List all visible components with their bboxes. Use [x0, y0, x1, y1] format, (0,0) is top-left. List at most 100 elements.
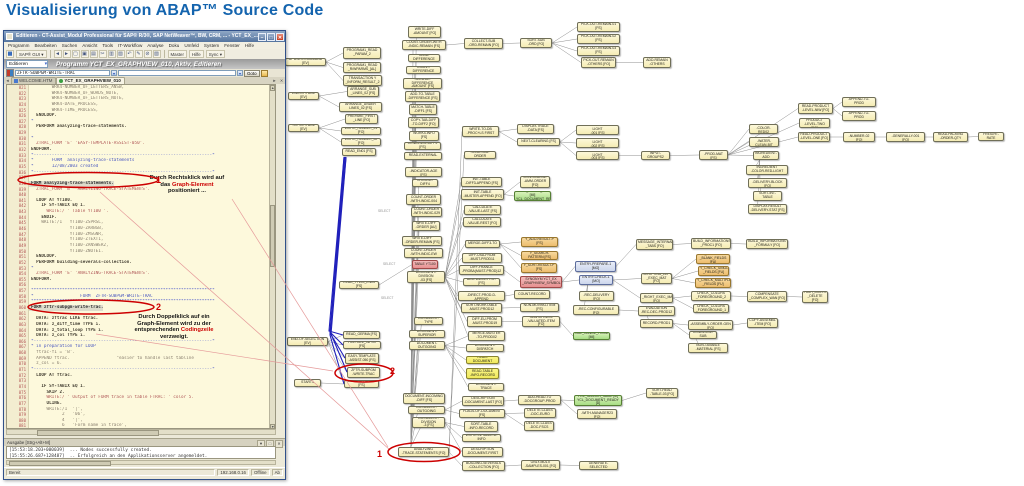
graph-node[interactable]: WAREHOUSING-GENERALLY-001 [FO] [886, 132, 925, 142]
back-icon[interactable]: ◄ [53, 50, 62, 58]
graph-node[interactable]: WRITE-IN-TABLE-D-INFO [462, 434, 501, 442]
graph-node[interactable]: DISPOSITION-REC-CONFIGURABLE [FO] [573, 305, 619, 315]
graph-node[interactable]: READ-EXTERNAL [404, 152, 442, 160]
graph-node[interactable]: ADD-HEAD-TO-DOCGROUP-PROD [518, 395, 561, 405]
graph-node[interactable]: WRITE-DIFF-ORDER-REMAIN [FS] [402, 236, 442, 246]
graph-node[interactable]: HIGH_DIGITS_DELETE [FO] [802, 291, 828, 303]
graph-node[interactable]: JOIN-SUBLINE-AMM-ORDER [FO] [520, 176, 550, 188]
graph-node[interactable]: ADD-REMAIN-OTHERS [643, 57, 671, 68]
graph-node[interactable]: FREIGHT-RATE [978, 132, 1004, 141]
tab-close-icon[interactable]: ✕ [279, 78, 284, 83]
graph-node[interactable]: Y_SORT-RESULT-P[FS] [521, 263, 557, 273]
graph-node[interactable]: SORT-TABLE-INFO-RECORD [464, 421, 498, 432]
form-search-input[interactable] [15, 69, 110, 77]
goto-button[interactable]: Goto [244, 69, 260, 77]
graph-node[interactable]: LETTERS-HEAD-WITH-MANAGER23 [FO] [577, 409, 617, 419]
graph-node[interactable]: READ-DOCUMENT [466, 356, 499, 364]
graph-node[interactable]: XML_RANGE_FROM [MI] [573, 332, 610, 340]
graph-node[interactable]: READ-DIFFERENCE [408, 54, 440, 62]
code-editor[interactable]: 821 WRK4-NUMBER_OF_LETTERS_ANSW,822 WRK4… [6, 84, 276, 429]
tab-scroll-right-icon[interactable]: ► [272, 78, 277, 83]
graph-node[interactable]: START1 [294, 379, 321, 387]
graph-node[interactable]: END-OF-SELECTION [EV] [287, 337, 328, 346]
graph-node[interactable]: COMPENSATE_COMPLEX_WAN [FO] [747, 291, 787, 302]
graph-node[interactable]: DOCUMENT-DIVISION-03 [FS] [407, 271, 445, 283]
new-icon[interactable]: ▢ [71, 50, 80, 58]
graph-node[interactable]: VERIFYING_LEFT_EXEC_MAT [FO] [641, 273, 672, 284]
print-icon[interactable]: ▤ [89, 50, 98, 58]
image-icon[interactable]: ▨ [152, 50, 161, 58]
graph-node[interactable]: CONDENSE-SUB [689, 331, 717, 339]
output-panel-header[interactable]: Ausgabe [Strg+Alt+M] ▼ □ ✕ [4, 438, 285, 448]
graph-node[interactable]: CHOOSE-DIFF4 [412, 179, 438, 187]
graph-node[interactable]: MATCH-TABLE-DIFF1 [FS] [409, 104, 437, 115]
graph-node[interactable]: COPY-ASSEMBL-ITEM [FO] [747, 318, 778, 328]
graph-node[interactable]: WRITE-DIFF-ORDER [AU] [412, 221, 440, 231]
graph-node[interactable]: PICK-OUT-REMAIN-02 [FS] [577, 34, 620, 44]
graph-node[interactable]: TABLE YT100 [412, 260, 438, 269]
help-button[interactable]: Hilfe [188, 50, 204, 58]
graph-node[interactable]: COUNT-ORDER-WITH-INDIC-004 [406, 194, 441, 205]
graph-node[interactable]: ZFTR-SUBPGM-WRITE-TRAC [347, 367, 380, 378]
graph-node[interactable]: BUILD_INFORMATIONS_PROC1 [FO] [691, 238, 731, 249]
chevron-down-icon[interactable]: ▾ [237, 69, 243, 77]
graph-node[interactable]: DIFF-USA-FROM-MUST-PROD11 [462, 253, 502, 263]
graph-node[interactable]: WRITE-DIFF-AMOUNT [FO] [408, 26, 441, 38]
close-icon[interactable]: ✕ [275, 440, 283, 448]
tab-graphview-program[interactable]: YCT_EX_GRAPHVIEW_010 [56, 76, 125, 84]
graph-node[interactable]: INGREDIENT-WATER-CLEAN-BIT [749, 137, 779, 147]
graph-node[interactable]: ADD-VALUE-FRST [FS] [463, 278, 500, 286]
graph-node[interactable]: ENTRY-CHECK-1 [MO] [579, 275, 613, 285]
graph-node[interactable]: GENERATE-SELECTED [579, 461, 618, 470]
graph-node[interactable]: EVALUATION-REC-DEC-PROD12 [638, 306, 675, 316]
graph-node[interactable]: NON-MOVING-ITEM [FS] [520, 303, 559, 312]
graph-node[interactable]: DOCUMENT-INCOMING-DIFF [FS] [403, 393, 445, 404]
graph-node[interactable]: READ-PRODUCT-LEVEL-ONE [FO] [798, 132, 830, 142]
graph-node[interactable]: Y_SEARCH-PATTERN [FS] [521, 251, 558, 260]
graph-node[interactable]: PRE_SEARCH_SAME [M]YCL_DOCUMENT_READY [D… [574, 395, 622, 406]
graph-node[interactable]: WRITE_HEADER_02 [FO] [341, 138, 381, 146]
graph-node[interactable]: DESCRIPTION-DOCUMENT-LAST [FO] [462, 396, 504, 406]
graph-node[interactable]: TOP-OF-PAGE [EV] [288, 124, 319, 132]
tab-scroll-left-icon[interactable]: ◄ [5, 78, 10, 83]
graph-node[interactable]: FLAGS-OF-DOCUMENT [FS] [459, 409, 505, 418]
graph-node[interactable]: Y_IGNORING_BLANK_FIELDS [FU] [696, 254, 730, 264]
graph-node[interactable]: CONDENSE-ASSEMBLY-ORDER-GEN [FO] [688, 320, 733, 330]
graph-node[interactable]: DOCUMENT-OUTGOING [409, 341, 445, 350]
graph-node[interactable]: BUILDING-SEVERALS-COLLECTION [FO] [462, 461, 505, 471]
graph-node[interactable]: INGREDIENT-COLOR-RED-LIGHT [746, 165, 788, 175]
graph-node[interactable]: INIT-TABLE-MUSTER-APPEND [FO] [461, 189, 504, 200]
graph-node[interactable]: ANALYZING-TRACE-STATEMENTS [FO] [398, 447, 449, 457]
graph-node[interactable]: DOCUMENT-DISPATCH [466, 344, 504, 352]
graph-node[interactable]: VERIFYING_RIGHT_EXEC_MAT [FO] [640, 293, 673, 303]
graph-node[interactable]: DOCUMENT-SUPERIOR [409, 330, 445, 338]
graph-node[interactable]: DISPLAY-RESULT-DELIVERY-STAT [FS] [748, 204, 787, 214]
graph-node[interactable]: Y_CHECK_SINGLE_FIELDS [FU] [698, 266, 729, 276]
menu-item-bearbeiten[interactable]: Bearbeiten [34, 43, 57, 48]
forward-icon[interactable]: ► [62, 50, 71, 58]
graph-node[interactable]: READ_EN01 [FS] [342, 148, 376, 156]
menu-item-suchen[interactable]: Suchen [61, 43, 78, 48]
graph-node[interactable]: AVERAGE-BALANCE-LIGHT-003 [FS] [576, 151, 619, 160]
graph-node[interactable]: CALCULATE-VALUE-REST [FO] [463, 217, 501, 227]
graph-node[interactable]: SEARCH-NON-VALUATED-ITEM [FO] [522, 316, 560, 327]
menu-item-analyse[interactable]: Analyse [147, 43, 164, 48]
graph-node[interactable]: APPEND-TO-PROD [842, 97, 876, 107]
graph-node[interactable]: MERGE-PROD-NUMBER-02 [FO] [843, 132, 875, 142]
graph-node[interactable]: DISPOSITION-REC-DELIVERY [FO] [579, 291, 614, 301]
graph-node[interactable]: CHECK_COLORS_FOREGROUND_1 [693, 304, 729, 313]
graph-node[interactable]: COUNT-ORDER-WITH-INDIC-REMAIN [FS] [402, 40, 446, 50]
graph-node[interactable]: END-OF-PAGE [EV] [288, 92, 319, 100]
menu-item-tools[interactable]: Tools [102, 43, 114, 48]
graph-node[interactable]: MODIFY-LEADING [FS] [344, 380, 379, 388]
graph-node[interactable]: BUILD_INFORMATIONS_FORMULY [FO] [746, 239, 788, 249]
undo-icon[interactable]: ↶ [125, 50, 134, 58]
graph-node[interactable]: DOCUMENT-OUTGOING [408, 406, 445, 414]
graph-node[interactable]: SORT-SUB-ORD [FO] [520, 38, 552, 48]
graph-node[interactable]: DIFF-EU-PROM-MUST-PROD19 [467, 316, 502, 327]
graph-node[interactable]: AVERAGE-BALANCE-LIGHT-001 [FS] [576, 125, 619, 135]
graph-node[interactable]: ENTRY-PREPARE-1 [MO] [575, 261, 616, 272]
horizontal-scrollbar[interactable] [6, 429, 276, 436]
graph-node[interactable]: CALCULATE-VALUE-LAST [FS] [464, 205, 501, 215]
graph-node[interactable]: SORT-WORKTABLE-MUST-PROD12 [461, 303, 502, 313]
